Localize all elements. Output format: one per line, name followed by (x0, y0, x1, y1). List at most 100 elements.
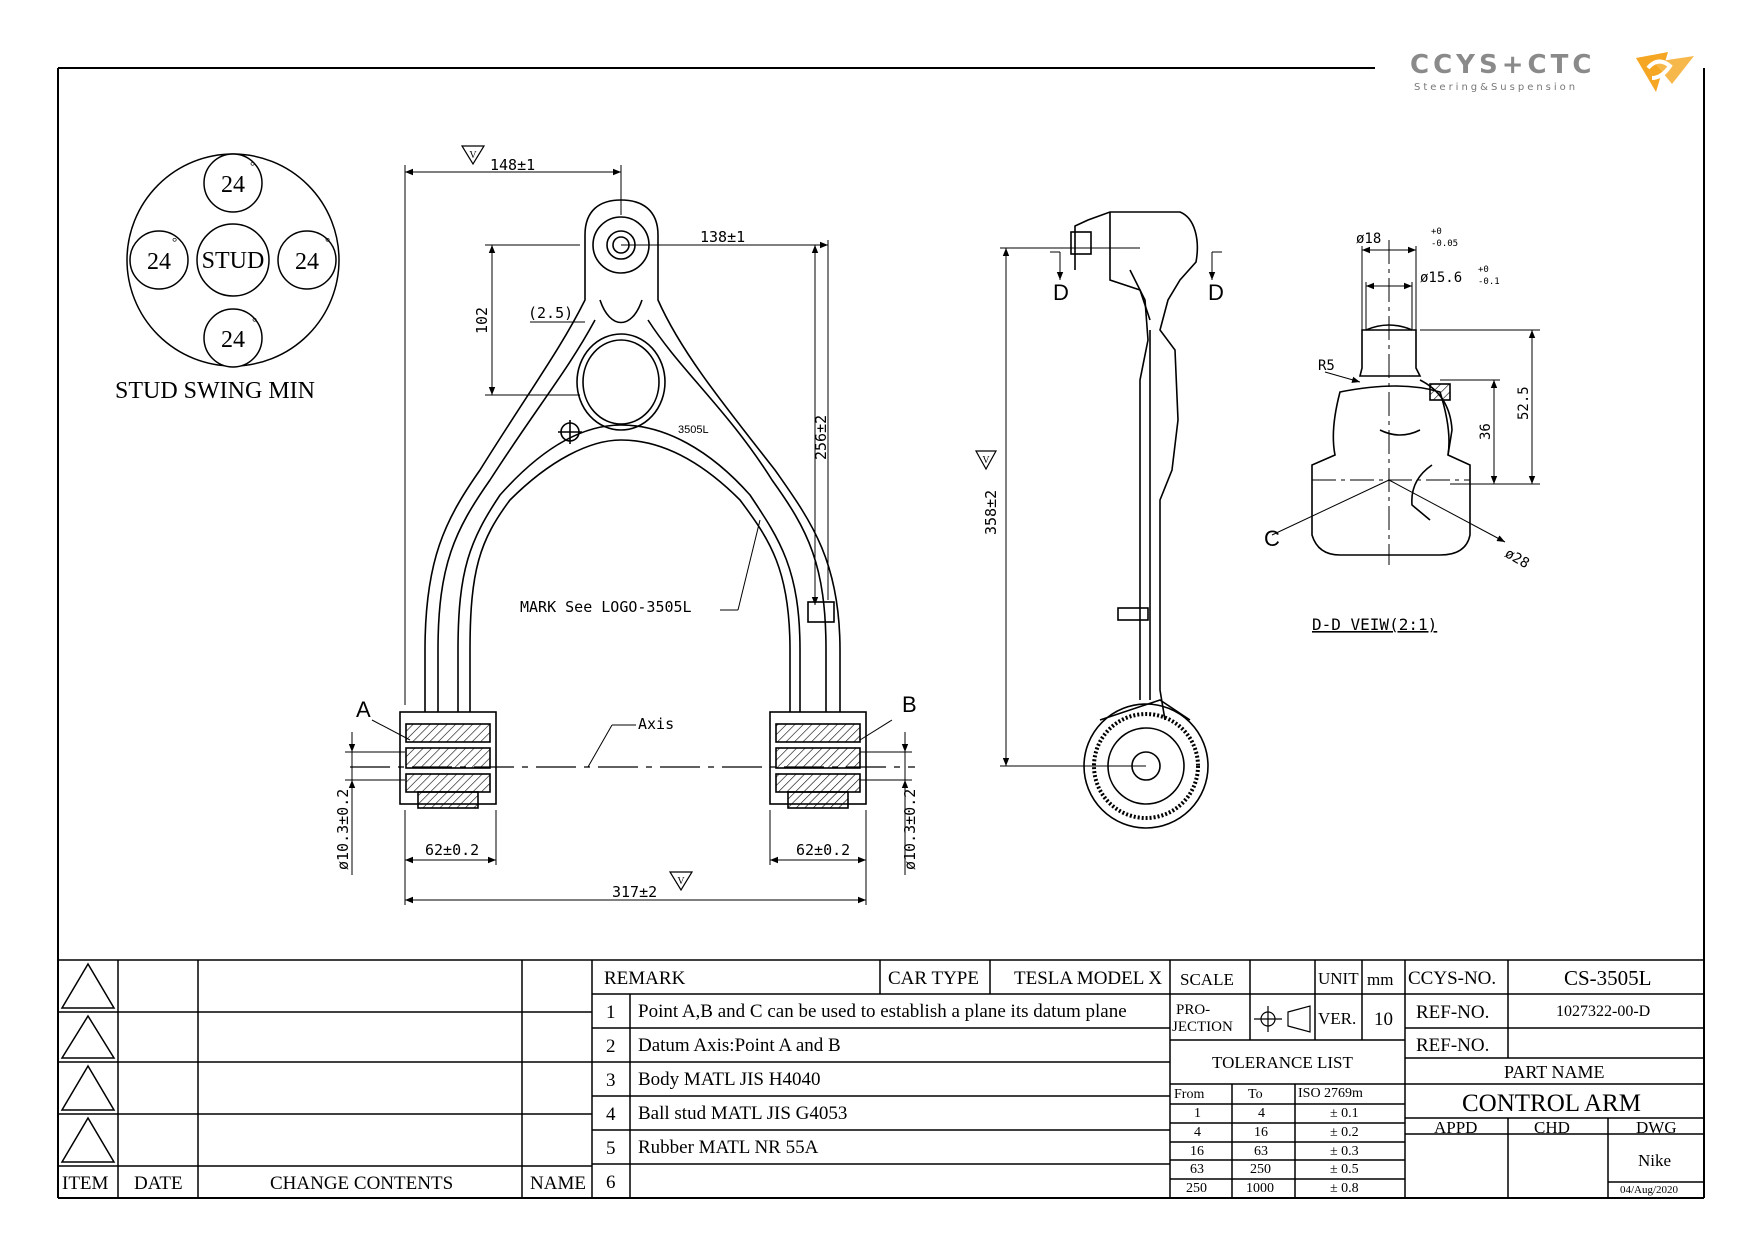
tol-to-1: 4 (1258, 1106, 1265, 1121)
dim-d156-tol-dn: -0.1 (1478, 277, 1500, 287)
dim-62-left: 62±0.2 (425, 841, 479, 859)
remark-text-2: Datum Axis:Point A and B (638, 1035, 841, 1056)
projection-label-1: PRO- (1176, 1002, 1211, 1018)
dim-10-3-left: ø10.3±0.2 (334, 789, 352, 870)
dim-d18-tol-up: +0 (1431, 227, 1442, 237)
remark-no-4: 4 (606, 1104, 616, 1125)
drawn-date: 04/Aug/2020 (1620, 1184, 1679, 1196)
ver-value: 10 (1374, 1009, 1393, 1030)
control-arm-side-view (1070, 211, 1209, 829)
dim-36: 36 (1478, 423, 1494, 440)
dim-138: 138±1 (700, 228, 745, 246)
deg-top: ° (250, 158, 255, 173)
remark-no-3: 3 (606, 1070, 616, 1091)
drawn-by: Nike (1638, 1151, 1672, 1170)
dim-10-3-right: ø10.3±0.2 (901, 789, 919, 870)
deg-right: ° (325, 234, 330, 249)
point-b-label: B (902, 692, 917, 717)
car-type-value: TESLA MODEL X (1014, 968, 1163, 989)
dim-358: 358±2 (982, 490, 1000, 535)
company-logo: CCYS+CTC Steering&Suspension (1410, 48, 1710, 108)
appd-label: APPD (1434, 1118, 1478, 1137)
remark-no-1: 1 (606, 1002, 616, 1023)
sheet-border (57, 67, 1705, 1199)
rev-header-date: DATE (134, 1173, 183, 1194)
remark-label: REMARK (604, 968, 686, 989)
dim-d156: ø15.6 (1420, 270, 1462, 286)
swing-center: STUD (202, 248, 265, 274)
tol-val-3: ± 0.3 (1330, 1144, 1359, 1159)
dim-62-right: 62±0.2 (796, 841, 850, 859)
dim-52-5: 52.5 (1516, 386, 1532, 420)
projection-symbol-icon (1254, 1005, 1311, 1033)
section-d-left: D (1053, 280, 1069, 305)
side-view-dimensions (1000, 247, 1222, 767)
projection-label-2: JECTION (1172, 1019, 1233, 1035)
dim-d18-tol-dn: -0.05 (1431, 239, 1458, 249)
tol-header-to: To (1248, 1087, 1263, 1102)
dim-r5: R5 (1318, 358, 1335, 374)
scale-label: SCALE (1180, 970, 1234, 989)
tol-to-3: 63 (1254, 1144, 1268, 1159)
datum-triangle-icon (460, 145, 998, 892)
tol-from-2: 4 (1194, 1125, 1201, 1140)
remark-no-2: 2 (606, 1036, 616, 1057)
stud-swing-caption: STUD SWING MIN (115, 378, 315, 404)
datum-mark-bottom: V (677, 876, 685, 887)
mark-note: MARK See LOGO-3505L (520, 598, 692, 616)
ref-no-label: REF-NO. (1416, 1002, 1490, 1023)
ver-label: VER. (1318, 1009, 1357, 1028)
tol-val-4: ± 0.5 (1330, 1162, 1359, 1177)
unit-label: UNIT (1318, 969, 1359, 988)
remark-text-3: Body MATL JIS H4040 (638, 1069, 821, 1090)
ccys-no-label: CCYS-NO. (1408, 968, 1497, 989)
section-d-right: D (1208, 280, 1224, 305)
dim-d28: ø28 (1502, 546, 1532, 573)
swing-top: 24 (221, 172, 245, 198)
part-name-value: CONTROL ARM (1462, 1090, 1641, 1117)
title-block-grid (58, 959, 1704, 1198)
control-arm-front-view (399, 199, 867, 809)
dim-d18: ø18 (1356, 231, 1381, 247)
tol-val-2: ± 0.2 (1330, 1125, 1359, 1140)
chd-label: CHD (1534, 1118, 1570, 1137)
tol-val-1: ± 0.1 (1330, 1106, 1359, 1121)
rev-header-item: ITEM (62, 1173, 109, 1194)
dim-317: 317±2 (612, 883, 657, 901)
revision-triangle-icon (60, 962, 116, 1163)
swing-bottom: 24 (221, 327, 245, 353)
ball-joint-section-view (1311, 324, 1471, 556)
tol-from-5: 250 (1186, 1181, 1207, 1196)
tol-to-2: 16 (1254, 1125, 1268, 1140)
ref-no2-label: REF-NO. (1416, 1035, 1490, 1056)
dim-148: 148±1 (490, 156, 535, 174)
tol-from-1: 1 (1194, 1106, 1201, 1121)
ref-no-value: 1027322-00-D (1556, 1003, 1651, 1020)
deg-left: ° (172, 234, 177, 249)
section-dimensions (1271, 246, 1540, 543)
point-a-label: A (356, 697, 371, 722)
front-view-dimensions (345, 165, 912, 905)
tol-val-5: ± 0.8 (1330, 1181, 1359, 1196)
dwg-label: DWG (1636, 1118, 1677, 1137)
tol-header-from: From (1174, 1087, 1205, 1102)
remark-text-5: Rubber MATL NR 55A (638, 1137, 819, 1158)
point-c-label: C (1264, 526, 1280, 551)
ccys-no-value: CS-3505L (1564, 966, 1652, 990)
stud-swing-diagram (126, 153, 340, 368)
tol-to-4: 250 (1250, 1162, 1271, 1177)
section-view-caption: D-D VEIW(2:1) (1312, 615, 1437, 634)
logo-subtitle: Steering&Suspension (1414, 82, 1579, 93)
tol-header-std: ISO 2769m (1298, 1086, 1363, 1101)
remark-text-1: Point A,B and C can be used to establish… (638, 1001, 1127, 1022)
part-name-label: PART NAME (1504, 1062, 1605, 1082)
car-type-label: CAR TYPE (888, 968, 979, 989)
rev-header-change: CHANGE CONTENTS (270, 1173, 454, 1194)
remark-no-6: 6 (606, 1172, 616, 1193)
datum-mark-top: V (469, 150, 477, 161)
logo-text: CCYS+CTC (1410, 50, 1596, 80)
tol-from-3: 16 (1190, 1144, 1204, 1159)
tolerance-title: TOLERANCE LIST (1212, 1053, 1353, 1072)
swing-left: 24 (147, 249, 171, 275)
